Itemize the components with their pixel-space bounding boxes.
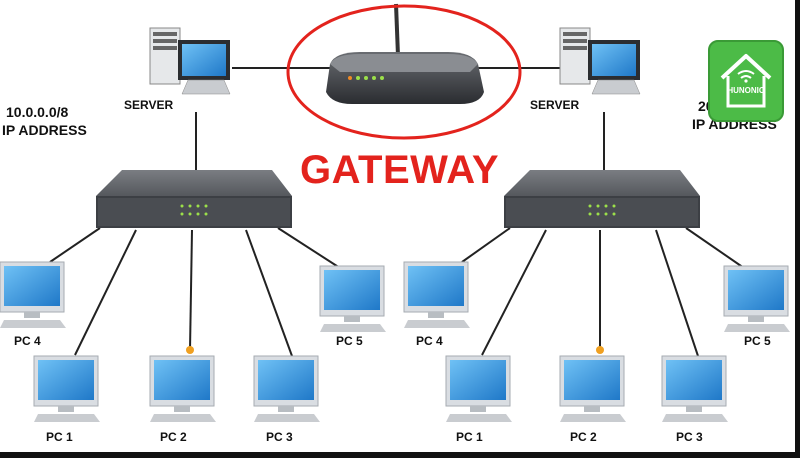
pc-monitor-icon	[149, 355, 216, 422]
switch-left-to-pc3-link	[245, 229, 293, 357]
pc-monitor-icon	[445, 355, 512, 422]
left-network-address-caption: IP ADDRESS	[2, 122, 87, 138]
right-pc4-label: PC 4	[416, 334, 443, 348]
pc-monitor-icon	[0, 261, 66, 328]
gateway-title: GATEWAY	[300, 148, 500, 192]
switch-left-to-pc5-link	[277, 227, 341, 269]
left-pc1-label: PC 1	[46, 430, 73, 444]
connection-lines	[49, 67, 745, 357]
switch-left-to-pc2-link	[189, 229, 193, 351]
switch-left-to-pc4-link	[49, 227, 101, 263]
server-left-icon	[149, 27, 231, 95]
pc2-left-link-dot	[186, 346, 194, 354]
hunonic-logo: HUNONIC	[708, 40, 784, 122]
switch-right-to-pc5-link	[685, 227, 745, 269]
pc2-right-link-dot	[596, 346, 604, 354]
logo-text: HUNONIC	[727, 86, 765, 95]
switch-right-to-pc1-link	[481, 229, 547, 356]
switch-left-icon	[96, 170, 292, 228]
pc-monitor-icon	[253, 355, 320, 422]
left-pc5-label: PC 5	[336, 334, 363, 348]
server-left-label: SERVER	[124, 98, 174, 112]
left-network-address: 10.0.0.0/8	[6, 104, 69, 120]
pc-monitor-icon	[319, 265, 386, 332]
server-right-icon	[559, 27, 641, 95]
bottom-edge-bar	[0, 452, 800, 458]
pc-monitor-icon	[33, 355, 100, 422]
pc-monitor-icon	[559, 355, 626, 422]
switch-right-to-pc3-link	[655, 229, 699, 357]
left-pc3-label: PC 3	[266, 430, 293, 444]
right-pc3-label: PC 3	[676, 430, 703, 444]
right-pc5-label: PC 5	[744, 334, 771, 348]
right-pc1-label: PC 1	[456, 430, 483, 444]
switch-right-to-pc4-link	[461, 227, 511, 263]
pc-monitor-icon	[403, 261, 470, 328]
switch-right-icon	[504, 170, 700, 228]
gateway-router-icon	[286, 3, 522, 140]
left-pc2-label: PC 2	[160, 430, 187, 444]
pc-monitor-icon	[661, 355, 728, 422]
home-wifi-icon	[720, 54, 772, 108]
right-edge-bar	[795, 0, 800, 458]
right-pc2-label: PC 2	[570, 430, 597, 444]
pc-monitor-icon	[723, 265, 790, 332]
left-pc4-label: PC 4	[14, 334, 41, 348]
switch-left-to-pc1-link	[74, 229, 137, 356]
server-right-label: SERVER	[530, 98, 580, 112]
